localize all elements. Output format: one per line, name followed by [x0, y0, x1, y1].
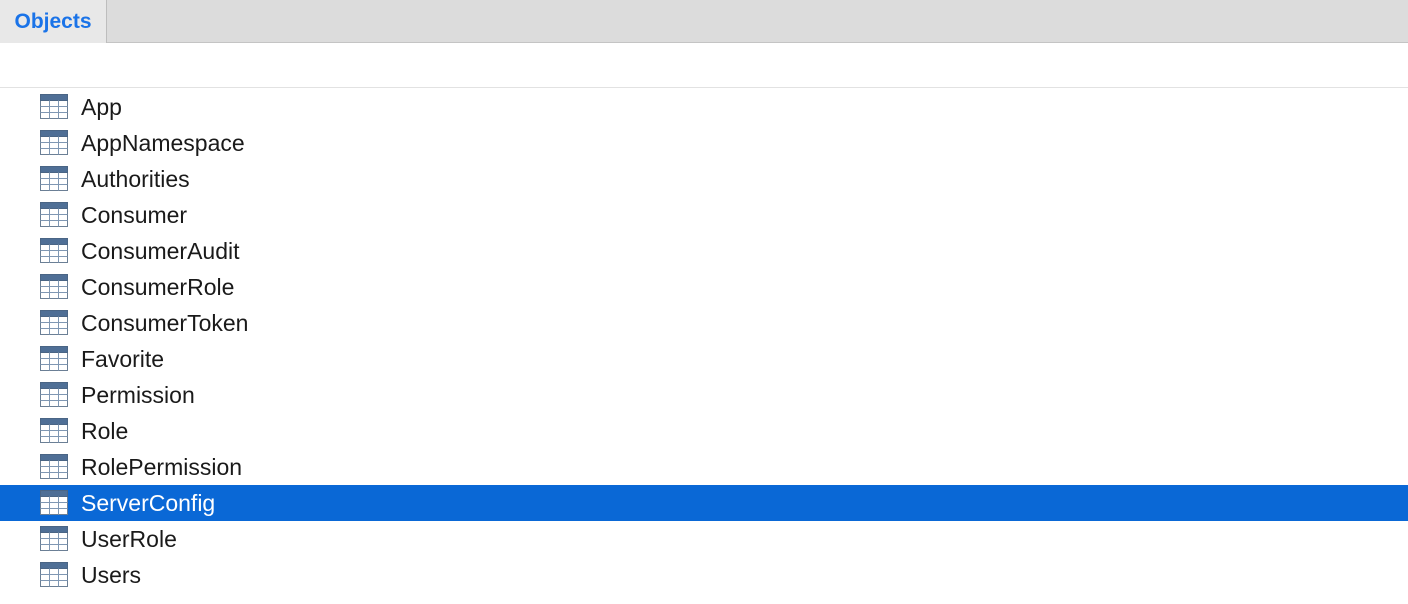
- list-item-label: AppNamespace: [81, 130, 245, 156]
- table-icon: [40, 274, 68, 299]
- list-item[interactable]: ConsumerRole: [0, 269, 1408, 305]
- list-item-label: Users: [81, 562, 142, 588]
- objects-toolbar: [0, 43, 1408, 88]
- list-item-label: Consumer: [81, 202, 188, 228]
- list-item-label: App: [81, 94, 122, 120]
- list-item[interactable]: Consumer: [0, 197, 1408, 233]
- list-item-label: Authorities: [81, 166, 190, 192]
- list-item-label: ConsumerAudit: [81, 238, 240, 264]
- list-item-label: ServerConfig: [81, 490, 216, 516]
- tab-bar: Objects: [0, 0, 1408, 43]
- list-item[interactable]: Authorities: [0, 161, 1408, 197]
- list-item-label: Permission: [81, 382, 195, 408]
- list-item[interactable]: ServerConfig: [0, 485, 1408, 521]
- list-item-label: ConsumerToken: [81, 310, 249, 336]
- list-item[interactable]: Users: [0, 557, 1408, 593]
- table-icon: [40, 418, 68, 443]
- table-icon: [40, 382, 68, 407]
- table-icon: [40, 202, 68, 227]
- list-item[interactable]: Permission: [0, 377, 1408, 413]
- list-item[interactable]: UserRole: [0, 521, 1408, 557]
- table-icon: [40, 166, 68, 191]
- table-icon: [40, 94, 68, 119]
- table-icon: [40, 454, 68, 479]
- table-icon: [40, 346, 68, 371]
- table-icon: [40, 526, 68, 551]
- list-item[interactable]: App: [0, 89, 1408, 125]
- table-icon: [40, 490, 68, 515]
- list-item-label: Favorite: [81, 346, 165, 372]
- list-item-label: Role: [81, 418, 129, 444]
- list-item-label: UserRole: [81, 526, 177, 552]
- table-icon: [40, 130, 68, 155]
- list-item-label: RolePermission: [81, 454, 243, 480]
- tab-objects[interactable]: Objects: [0, 0, 107, 43]
- list-item[interactable]: Favorite: [0, 341, 1408, 377]
- list-item[interactable]: Role: [0, 413, 1408, 449]
- list-item[interactable]: ConsumerAudit: [0, 233, 1408, 269]
- list-item-label: ConsumerRole: [81, 274, 235, 300]
- table-icon: [40, 562, 68, 587]
- list-item[interactable]: AppNamespace: [0, 125, 1408, 161]
- table-icon: [40, 238, 68, 263]
- list-item[interactable]: ConsumerToken: [0, 305, 1408, 341]
- list-item[interactable]: RolePermission: [0, 449, 1408, 485]
- table-icon: [40, 310, 68, 335]
